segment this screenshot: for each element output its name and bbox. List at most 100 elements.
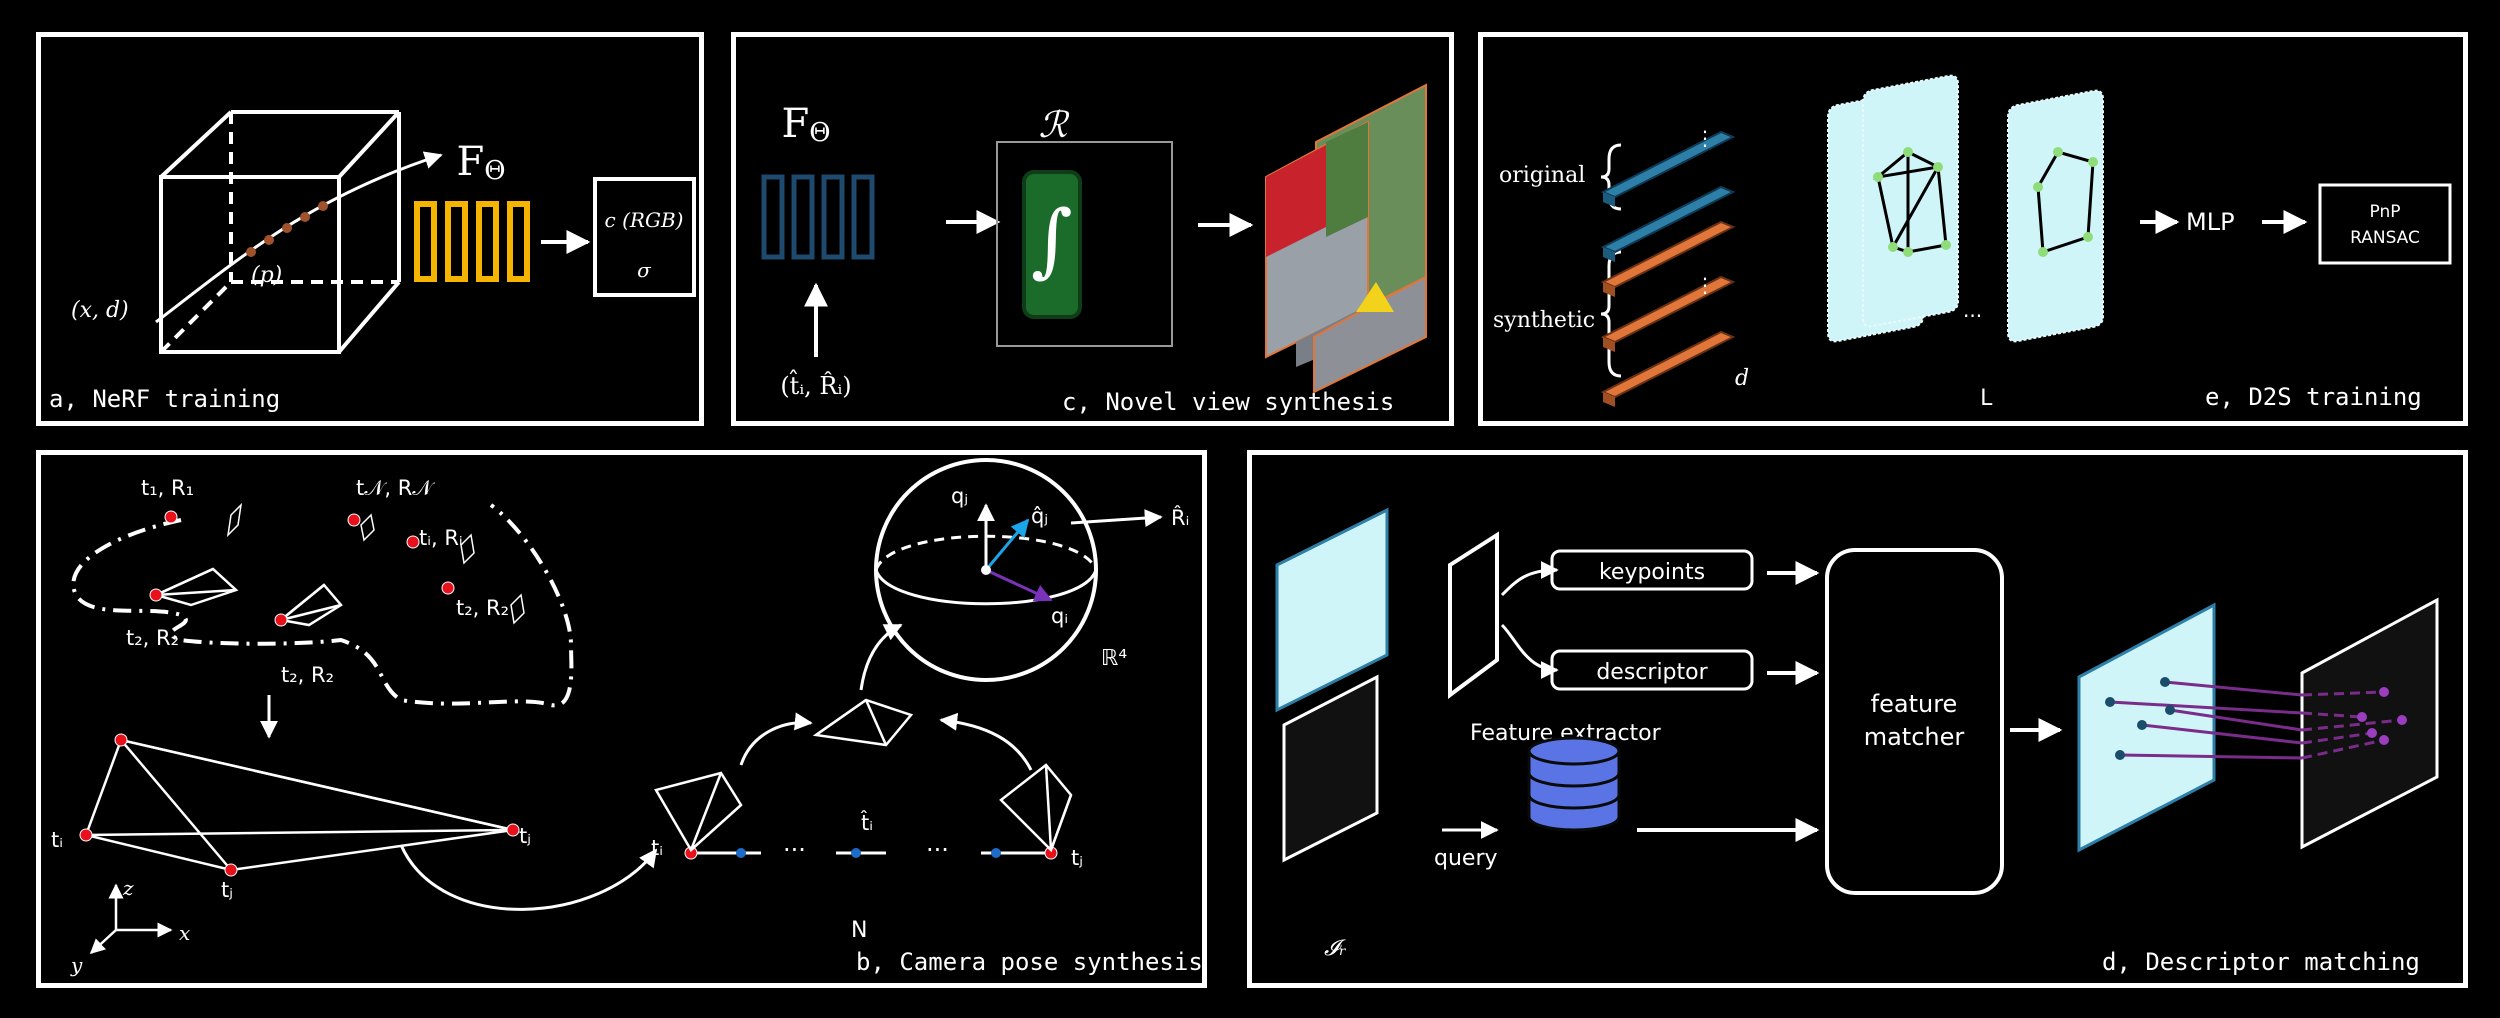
- panel-caption: e, D2S training: [2205, 383, 2422, 411]
- renderer-label: ℛ: [1039, 105, 1070, 146]
- brace-synthetic: [1600, 250, 1622, 378]
- mlp-label: MLP: [2186, 208, 2235, 236]
- pose-points: [149, 510, 455, 627]
- output-rgb: c (RGB): [605, 208, 684, 232]
- bar-dots-top: ⋮: [1695, 126, 1715, 150]
- f-theta-label: FΘ: [456, 139, 505, 186]
- tri-tj2: tⱼ: [221, 878, 233, 902]
- arrow-up-right: [939, 712, 1033, 771]
- pose-t2-c: t₂, R₂: [456, 596, 509, 620]
- camera-pose-diagram: t₁, R₁ t𝒩, R𝒩 tᵢ, Rᵢ t₂, R₂ t₂, R₂ t₂, R…: [51, 458, 1203, 977]
- label-ir: 𝓘ᵣ: [1324, 936, 1347, 961]
- pnp-label: PnP: [2370, 202, 2401, 222]
- axis-z: z: [122, 876, 134, 900]
- output-box: [593, 177, 696, 297]
- label-qj: qⱼ: [951, 484, 968, 508]
- match-lines-hidden: [2301, 690, 2403, 760]
- renderer-box: [996, 141, 1173, 347]
- coordinate-axes: [89, 883, 173, 955]
- panel-novel-view-synthesis: FΘ (t̂ᵢ, R̂ᵢ) ℛ ∫ c, Novel view synthesi…: [731, 32, 1454, 426]
- sphere-equator: [874, 569, 1098, 606]
- label-original: original: [1499, 163, 1585, 188]
- panel-caption: d, Descriptor matching: [2102, 948, 2420, 976]
- pose-triangle: [84, 738, 514, 872]
- output-sigma: σ: [637, 258, 652, 282]
- point-label: (p): [251, 263, 282, 288]
- match-lines: [2109, 680, 2303, 760]
- triangle-vertices: [79, 733, 520, 877]
- d2s-training-diagram: original synthetic ⋮ ⋮ d ... L MLP Pn: [1493, 74, 2452, 411]
- pose-input: (t̂ᵢ, R̂ᵢ): [780, 369, 851, 400]
- seq-tj: tⱼ: [1071, 846, 1083, 870]
- tri-ti: tᵢ: [51, 828, 63, 852]
- query-image-ir: [1282, 674, 1379, 863]
- panel-nerf-training: (x, d) (p) FΘ c (RGB) σ a, NeRF training: [36, 32, 704, 426]
- rendered-images: [1265, 83, 1427, 394]
- panel-caption: a, NeRF training: [49, 385, 280, 413]
- panel-caption: c, Novel view synthesis: [1062, 388, 1394, 416]
- panel-d2s-training: original synthetic ⋮ ⋮ d ... L MLP Pn: [1478, 32, 2468, 426]
- pose-t1: t₁, R₁: [141, 476, 194, 500]
- ransac-label: RANSAC: [2350, 228, 2420, 248]
- trajectory-cameras: [226, 502, 525, 625]
- nerf-training-diagram: (x, d) (p) FΘ c (RGB) σ a, NeRF training: [49, 110, 696, 413]
- label-query: query: [1434, 846, 1498, 871]
- panel-camera-pose-synthesis: t₁, R₁ t𝒩, R𝒩 tᵢ, Rᵢ t₂, R₂ t₂, R₂ t₂, R…: [36, 450, 1207, 988]
- arrow-up-left: [739, 712, 813, 766]
- panel-caption: b, Camera pose synthesis: [856, 948, 1203, 976]
- pnp-box: [2318, 183, 2452, 265]
- sphere-center: [981, 565, 991, 575]
- f-theta-label: FΘ: [781, 101, 830, 148]
- graph-cards: [1827, 74, 2104, 343]
- keypoints-right: [2357, 687, 2407, 745]
- pose-tN: t𝒩, R𝒩: [356, 476, 435, 500]
- label-rhat: R̂ᵢ: [1171, 505, 1189, 530]
- seq-dots-1: ···: [783, 836, 806, 864]
- descriptor-matching-diagram: Î 𝓘ᵣ Feature extractor keypoints descrip…: [1275, 507, 2439, 976]
- arrow-to-sequence: [399, 844, 658, 911]
- cards-dots: ...: [1963, 298, 1982, 322]
- seq-hat: t̂ᵢ: [860, 810, 873, 835]
- sample-points: [246, 201, 328, 257]
- cube: [159, 110, 401, 354]
- rendered-image-ihat: [1275, 507, 1389, 713]
- graph-nodes: [1873, 147, 2098, 257]
- input-label: (x, d): [71, 298, 129, 323]
- seq-ti: tᵢ: [651, 836, 663, 860]
- label-descriptor: descriptor: [1596, 660, 1708, 685]
- axis-x: x: [179, 921, 190, 945]
- seq-points: [684, 846, 1058, 860]
- seq-dots-2: ···: [926, 836, 949, 864]
- nerf-network: [414, 201, 530, 282]
- matched-image-left: [2077, 602, 2216, 853]
- camera-trajectory: [71, 503, 574, 708]
- descriptor-bars: [1600, 130, 1736, 407]
- label-qi: qᵢ: [1051, 604, 1068, 628]
- database-icon: [1527, 736, 1621, 832]
- feature-extractor-shape: [1448, 531, 1499, 699]
- nerf-network: [761, 174, 875, 260]
- label-synthetic: synthetic: [1493, 308, 1595, 333]
- label-keypoints: keypoints: [1599, 560, 1705, 585]
- label-qhat: q̂ⱼ: [1031, 504, 1048, 528]
- seq-frustums: [654, 698, 1073, 853]
- label-matcher-1: feature: [1871, 690, 1958, 718]
- arrow-to-sphere: [859, 623, 903, 691]
- label-r4: ℝ⁴: [1101, 646, 1127, 671]
- feature-matcher-box: [1825, 548, 2004, 895]
- bar-dots-bottom: ⋮: [1695, 273, 1715, 297]
- arrow-to-rhat: [1070, 509, 1163, 528]
- label-matcher-2: matcher: [1864, 723, 1965, 751]
- pose-t2-a: t₂, R₂: [126, 626, 179, 650]
- keypoints-box: [1550, 549, 1754, 591]
- vector-qi: [985, 568, 1053, 602]
- label-N: N: [851, 918, 867, 943]
- camera-ray: [155, 151, 443, 324]
- pose-t2-b: t₂, R₂: [281, 663, 334, 687]
- label-d: d: [1735, 366, 1749, 391]
- panel-descriptor-matching: Î 𝓘ᵣ Feature extractor keypoints descrip…: [1247, 450, 2468, 988]
- keypoints-left: [2105, 677, 2175, 760]
- novel-view-diagram: FΘ (t̂ᵢ, R̂ᵢ) ℛ ∫ c, Novel view synthesi…: [761, 83, 1427, 416]
- vector-qhat: [984, 518, 1030, 571]
- label-L: L: [1980, 386, 1993, 411]
